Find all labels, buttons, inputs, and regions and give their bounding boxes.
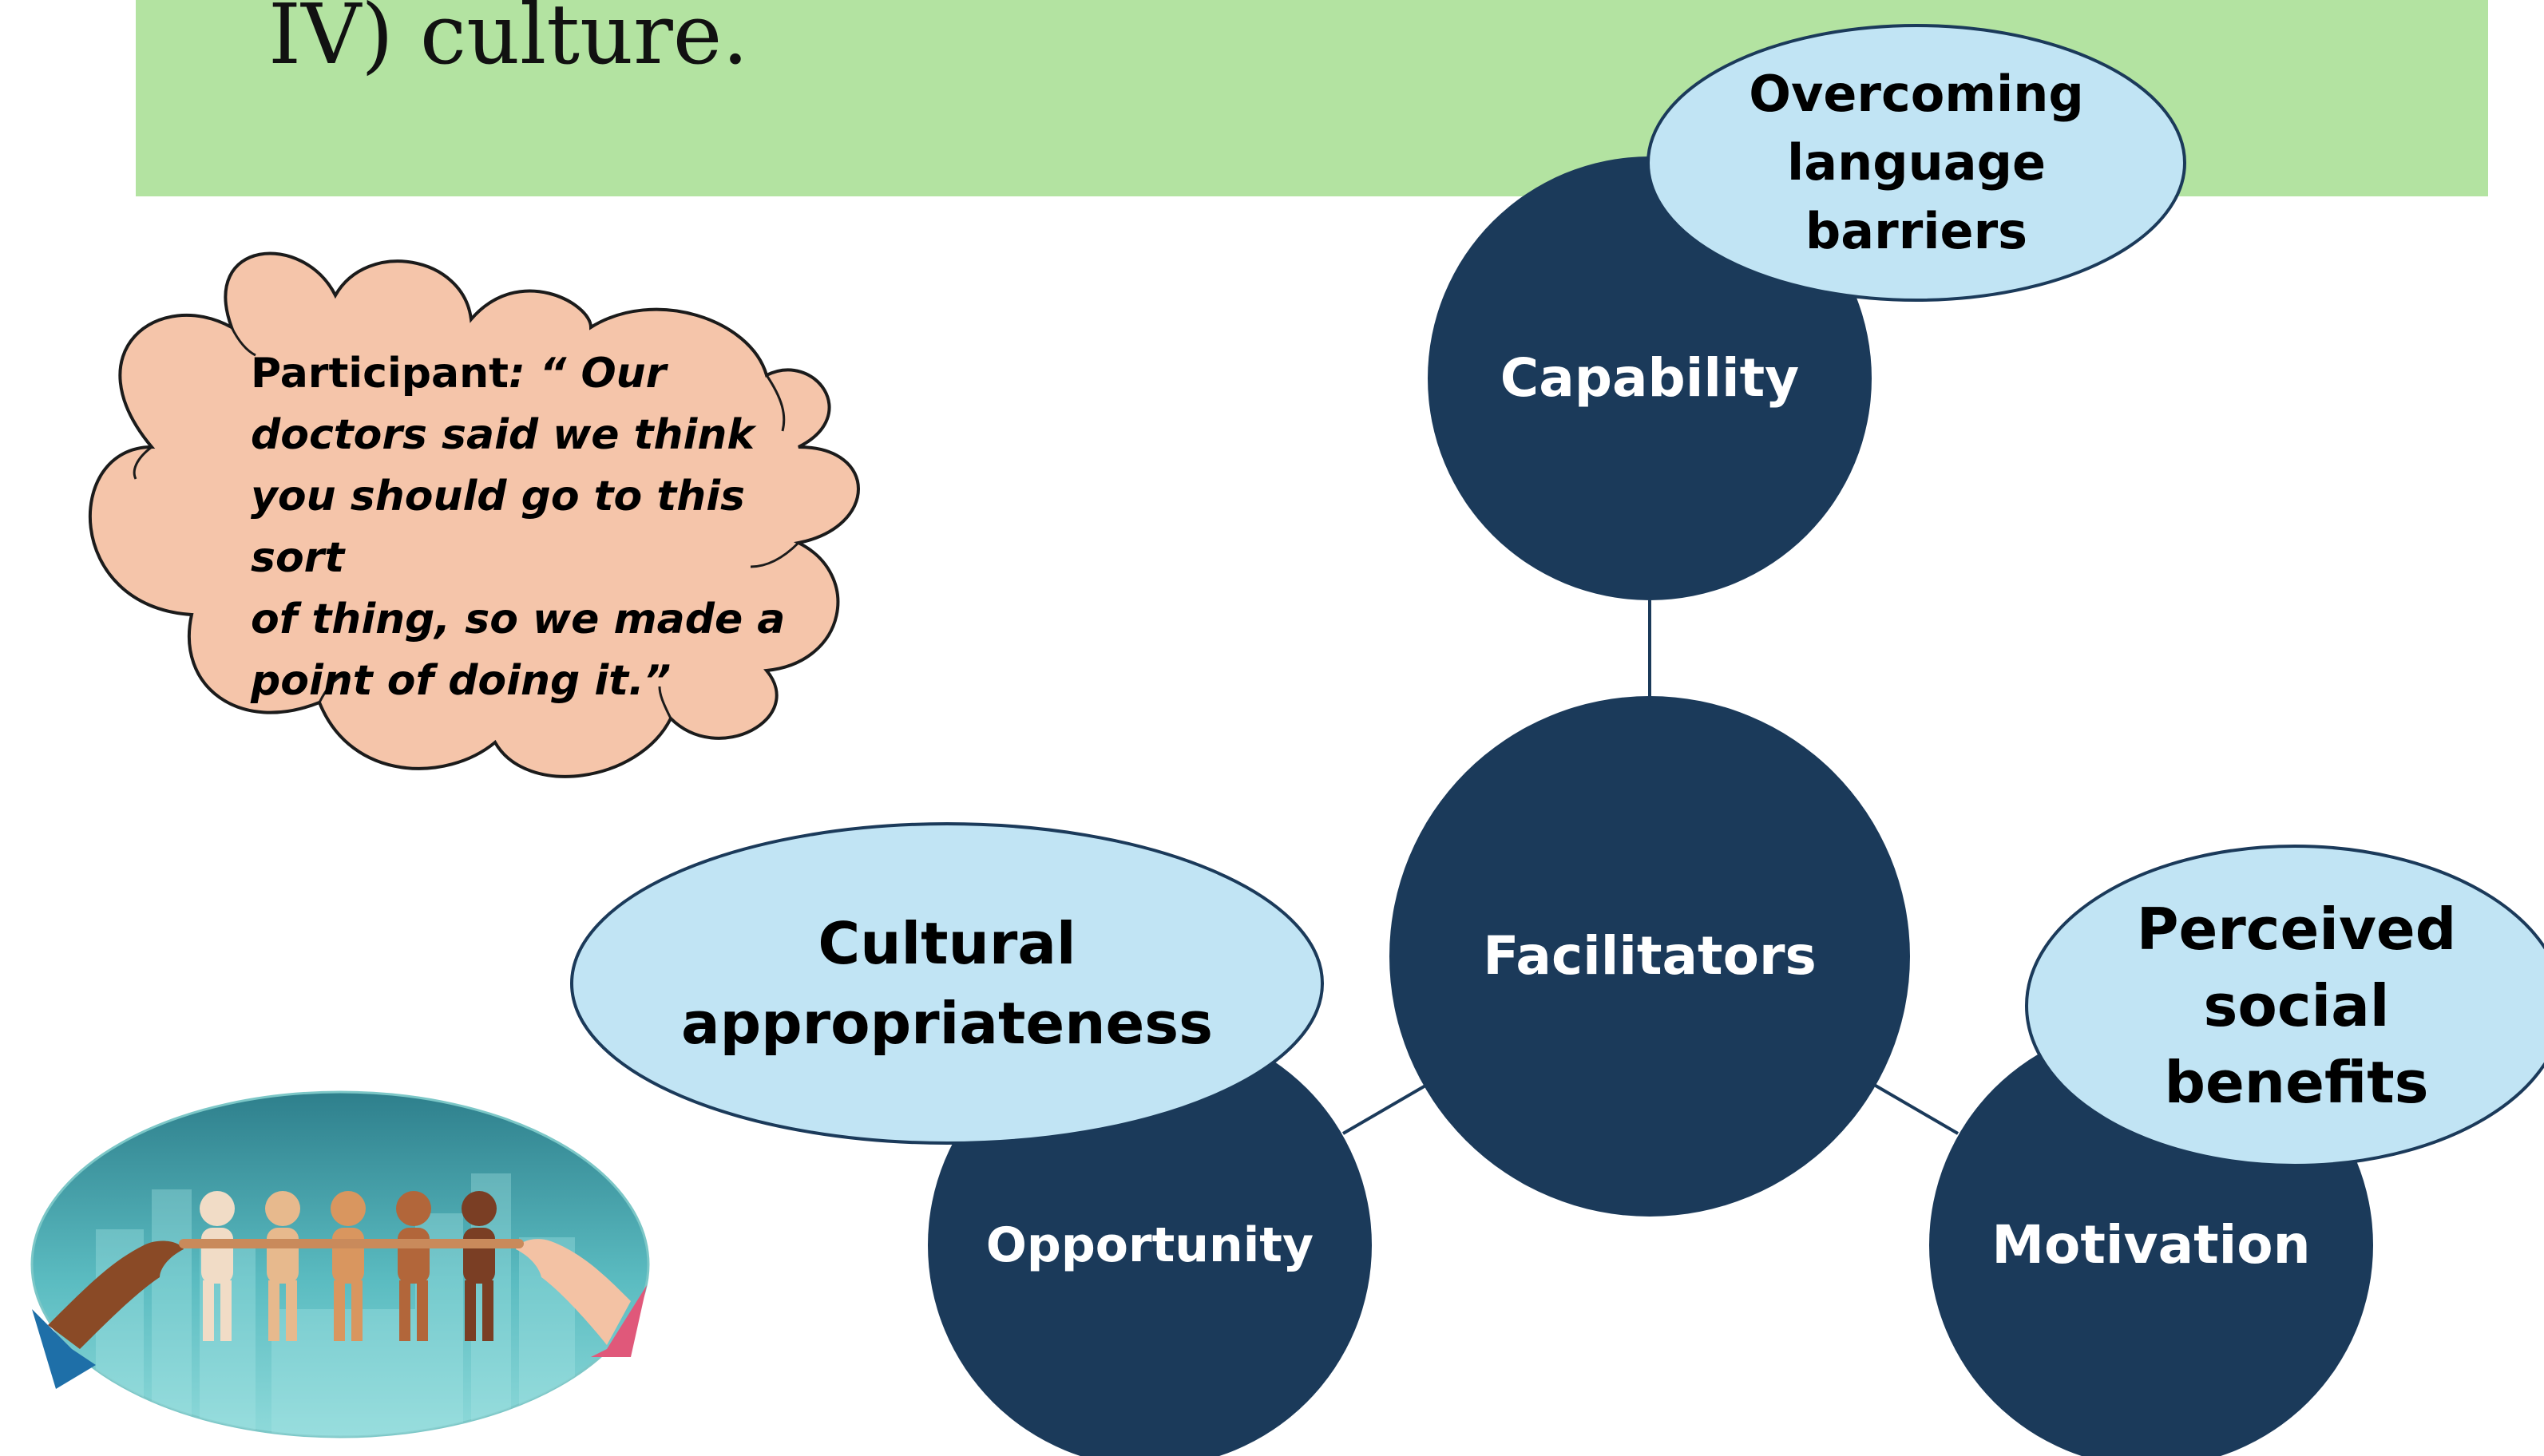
- theme-line: Overcoming: [1749, 65, 2084, 123]
- diverse-people-holding-hands-illustration: [30, 1090, 650, 1438]
- quote-line: Participant: “ Our: [251, 343, 810, 405]
- facilitators-node: [1389, 696, 1910, 1217]
- quote-line: doctors said we think: [251, 411, 755, 459]
- facilitators-label: Facilitators: [1483, 925, 1817, 987]
- theme-line: Perceived: [2136, 896, 2457, 963]
- quote-text: : “ Our: [508, 350, 667, 398]
- opportunity-label: Opportunity: [985, 1217, 1314, 1273]
- theme-ellipse-capability: [1646, 24, 2186, 302]
- theme-line: barriers: [1805, 202, 2028, 260]
- theme-line: social: [2203, 972, 2390, 1039]
- page-title: IV) culture.: [268, 0, 749, 83]
- connector-motivation: [1868, 1081, 1960, 1135]
- thought-cloud: [88, 251, 860, 778]
- theme-ellipse-motivation: [2025, 845, 2544, 1167]
- connector-opportunity: [1341, 1081, 1432, 1135]
- theme-ellipse-opportunity: [570, 822, 1324, 1145]
- theme-label-opportunity: Cultural appropriateness: [588, 902, 1306, 1065]
- theme-line: Cultural: [818, 910, 1076, 977]
- theme-label-capability: Overcoming language barriers: [1669, 57, 2164, 268]
- quote-line: of thing, so we made a: [251, 595, 786, 643]
- theme-line: benefits: [2164, 1049, 2429, 1116]
- capability-label: Capability: [1500, 347, 1800, 410]
- theme-line: language: [1786, 133, 2047, 192]
- motivation-label: Motivation: [1991, 1214, 2311, 1276]
- theme-label-motivation: Perceived social benefits: [2049, 891, 2544, 1121]
- speaker-label: Participant: [251, 350, 509, 398]
- quote-line: you should go to this sort: [251, 473, 745, 582]
- participant-quote: Participant: “ Our doctors said we think…: [251, 343, 810, 712]
- theme-line: appropriateness: [681, 990, 1213, 1057]
- quote-line: point of doing it.”: [251, 657, 672, 705]
